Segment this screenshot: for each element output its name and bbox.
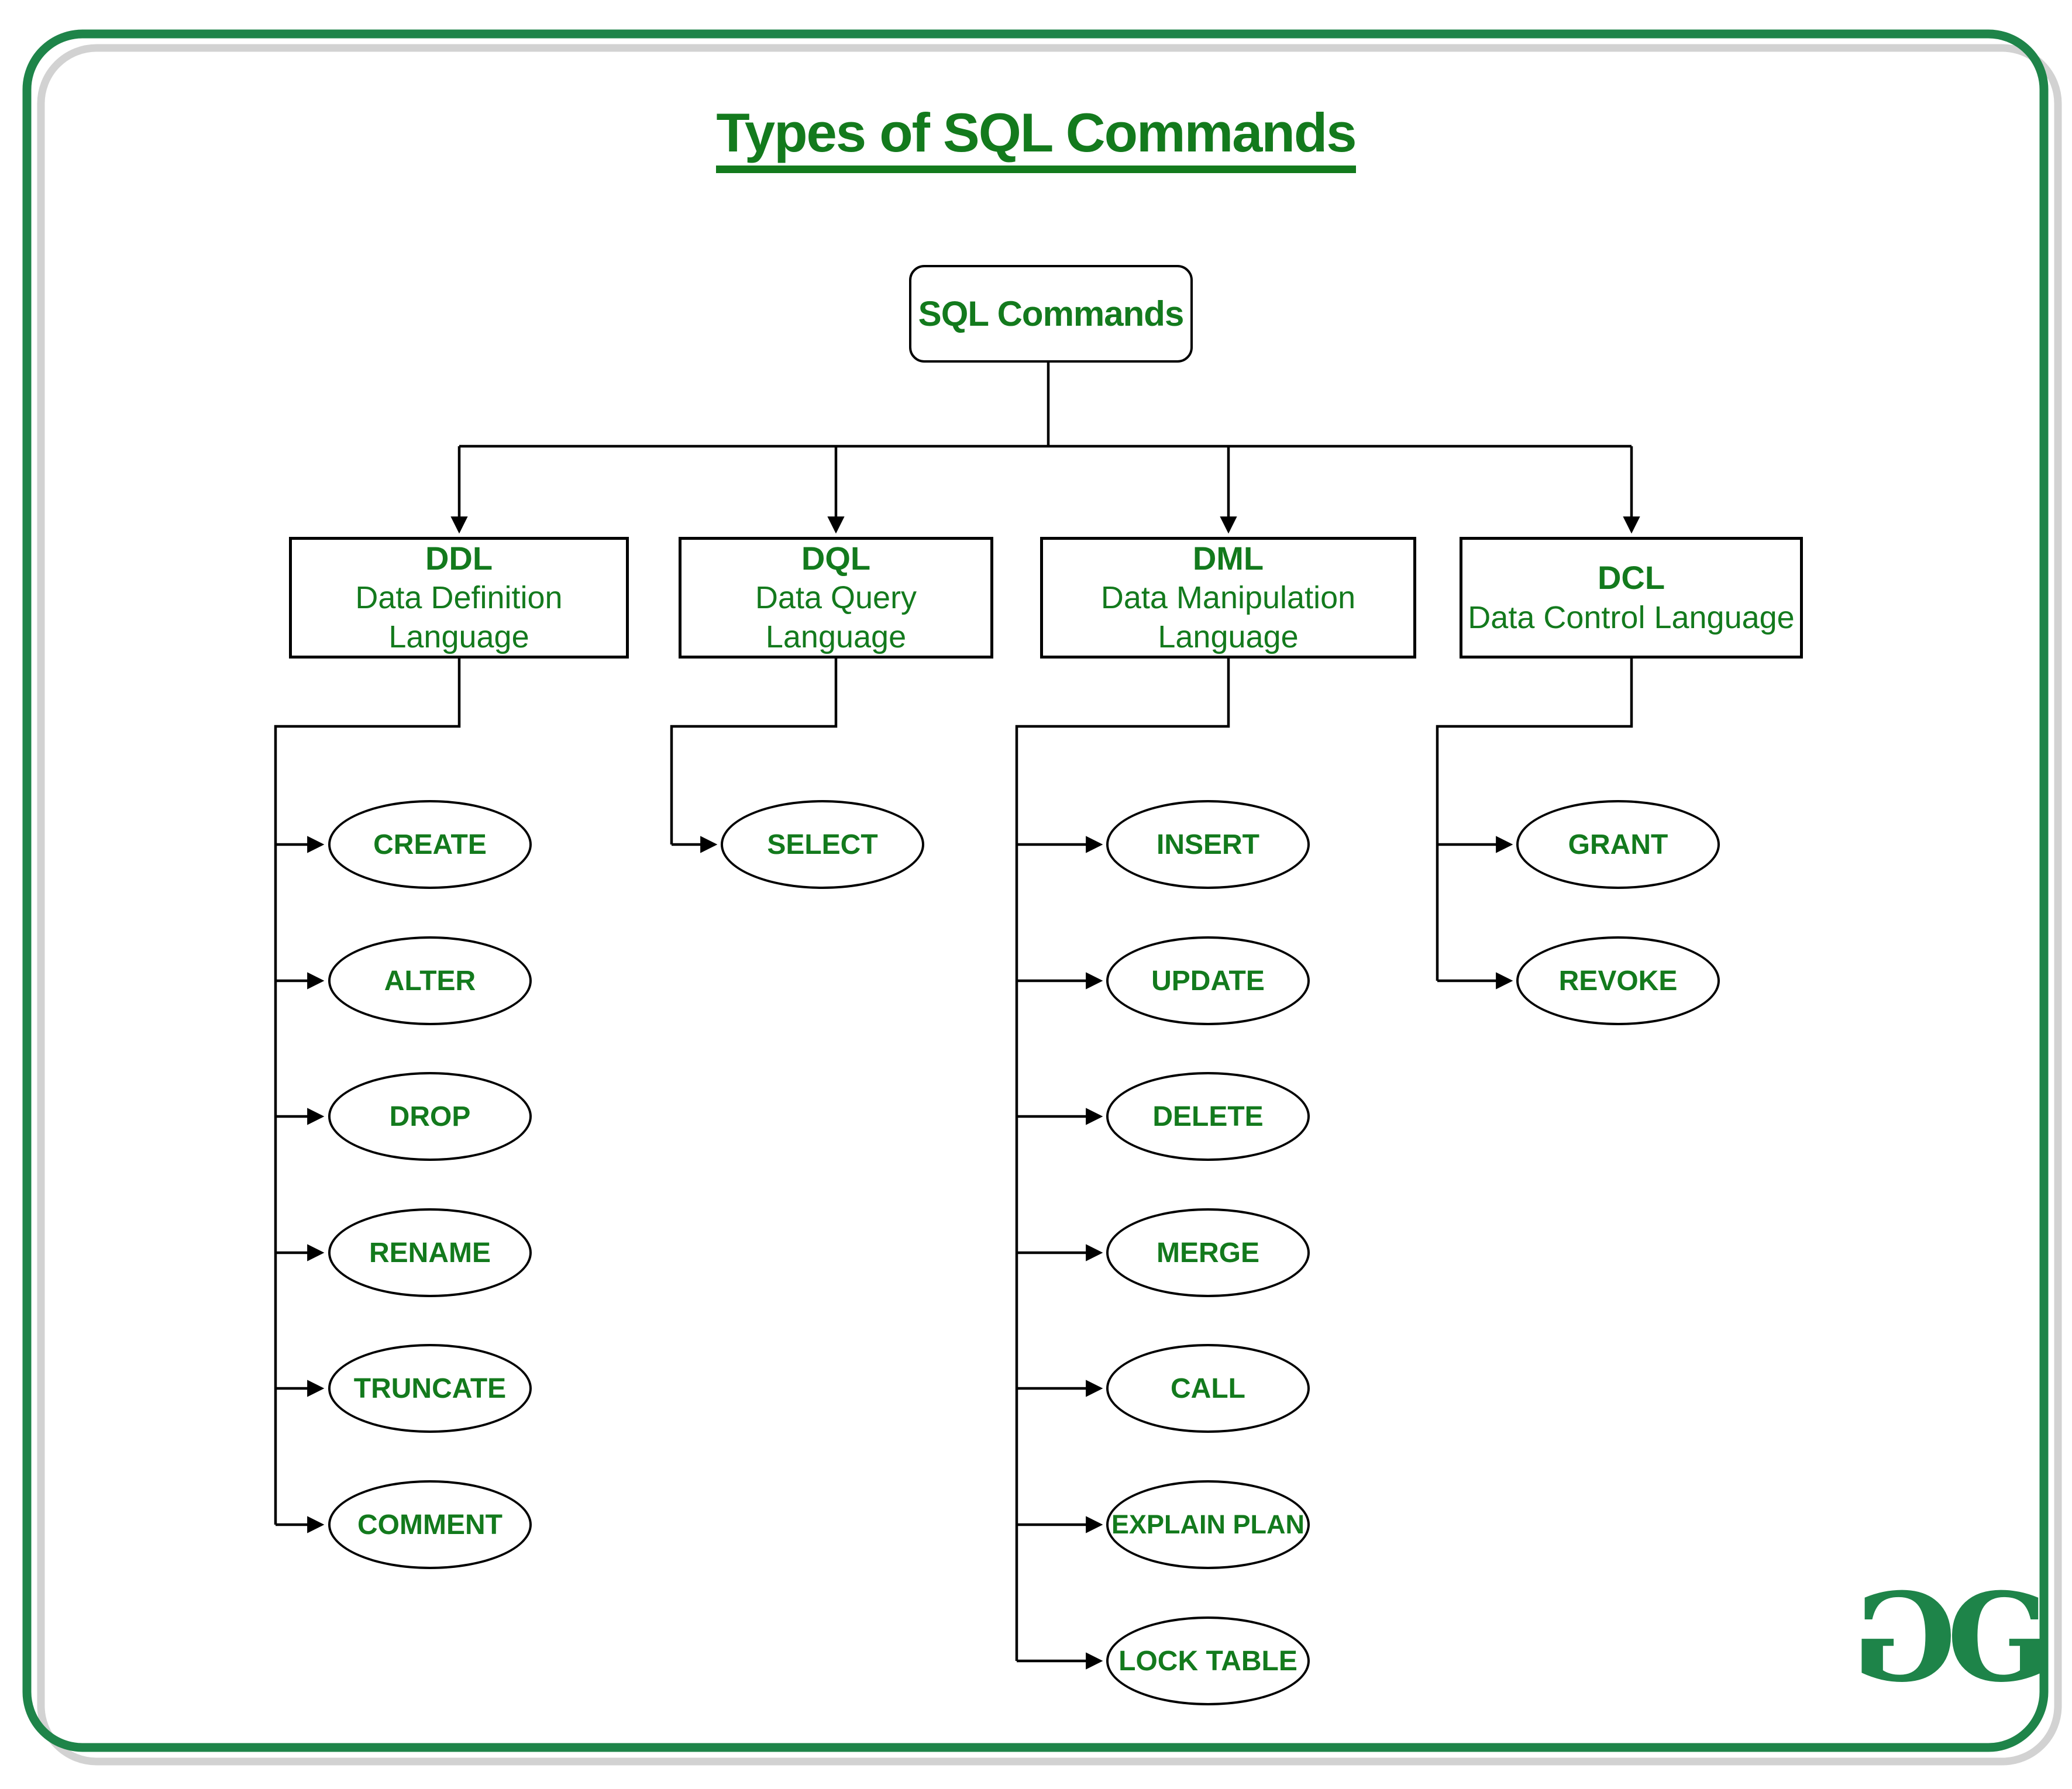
title-wrap: Types of SQL Commands: [0, 104, 2072, 173]
node-grant-label: GRANT: [1568, 829, 1668, 860]
root-node-sql-commands: SQL Commands: [909, 265, 1193, 363]
node-call-label: CALL: [1171, 1373, 1245, 1404]
branch-box-ddl: DDL Data Definition Language: [289, 537, 629, 659]
node-grant: GRANT: [1516, 800, 1720, 889]
geeksforgeeks-logo: G G: [1852, 1567, 2051, 1709]
node-explain-plan: EXPLAIN PLAN: [1106, 1480, 1310, 1569]
node-create: CREATE: [328, 800, 532, 889]
page-title: Types of SQL Commands: [716, 104, 1357, 173]
node-truncate-label: TRUNCATE: [353, 1373, 507, 1404]
node-merge: MERGE: [1106, 1208, 1310, 1297]
node-drop-label: DROP: [389, 1101, 471, 1132]
node-rename: RENAME: [328, 1208, 532, 1297]
node-delete: DELETE: [1106, 1072, 1310, 1161]
node-rename-label: RENAME: [369, 1237, 491, 1268]
branch-acronym-ddl: DDL: [425, 539, 493, 577]
node-select: SELECT: [721, 800, 924, 889]
node-alter-label: ALTER: [384, 965, 476, 997]
root-node-label: SQL Commands: [918, 294, 1185, 333]
frame-border: [22, 29, 2049, 1752]
branch-name-line: Language: [765, 619, 907, 655]
node-lock-table: LOCK TABLE: [1106, 1616, 1310, 1705]
node-comment-label: COMMENT: [357, 1509, 502, 1540]
node-delete-label: DELETE: [1152, 1101, 1264, 1132]
node-insert-label: INSERT: [1156, 829, 1259, 860]
branch-acronym-dql: DQL: [801, 539, 871, 577]
node-explain-plan-label: EXPLAIN PLAN: [1111, 1509, 1305, 1539]
branch-box-dcl: DCL Data Control Language: [1460, 537, 1803, 659]
node-comment: COMMENT: [328, 1480, 532, 1569]
frame-shadow: [37, 44, 2062, 1766]
branch-name-line: Data Query: [755, 580, 917, 616]
branch-name-line: Data Control Language: [1468, 599, 1795, 635]
branch-box-dql: DQL Data Query Language: [679, 537, 993, 659]
node-update-label: UPDATE: [1151, 965, 1265, 997]
mirrored-g-glyph: G: [1852, 1566, 1956, 1709]
branch-acronym-dml: DML: [1192, 539, 1264, 577]
g-glyph: G: [1947, 1566, 2051, 1709]
dcl-connector: [1436, 659, 1633, 990]
node-drop: DROP: [328, 1072, 532, 1161]
root-connector: [450, 358, 1640, 534]
node-call: CALL: [1106, 1344, 1310, 1433]
node-alter: ALTER: [328, 936, 532, 1025]
node-revoke-label: REVOKE: [1558, 965, 1678, 997]
node-truncate: TRUNCATE: [328, 1344, 532, 1433]
branch-name-line: Data Definition: [355, 580, 563, 616]
branch-box-dml: DML Data Manipulation Language: [1040, 537, 1416, 659]
dql-connector: [670, 659, 838, 853]
node-update: UPDATE: [1106, 936, 1310, 1025]
node-select-label: SELECT: [767, 829, 878, 860]
branch-name-line: Language: [1158, 619, 1299, 655]
branch-name-line: Language: [388, 619, 529, 655]
node-revoke: REVOKE: [1516, 936, 1720, 1025]
node-merge-label: MERGE: [1156, 1237, 1259, 1268]
branch-name-line: Data Manipulation: [1100, 580, 1356, 616]
dml-connector: [1015, 659, 1230, 1670]
node-insert: INSERT: [1106, 800, 1310, 889]
ddl-connector: [274, 659, 461, 1533]
node-create-label: CREATE: [373, 829, 487, 860]
branch-acronym-dcl: DCL: [1597, 559, 1665, 597]
node-lock-table-label: LOCK TABLE: [1118, 1645, 1297, 1677]
